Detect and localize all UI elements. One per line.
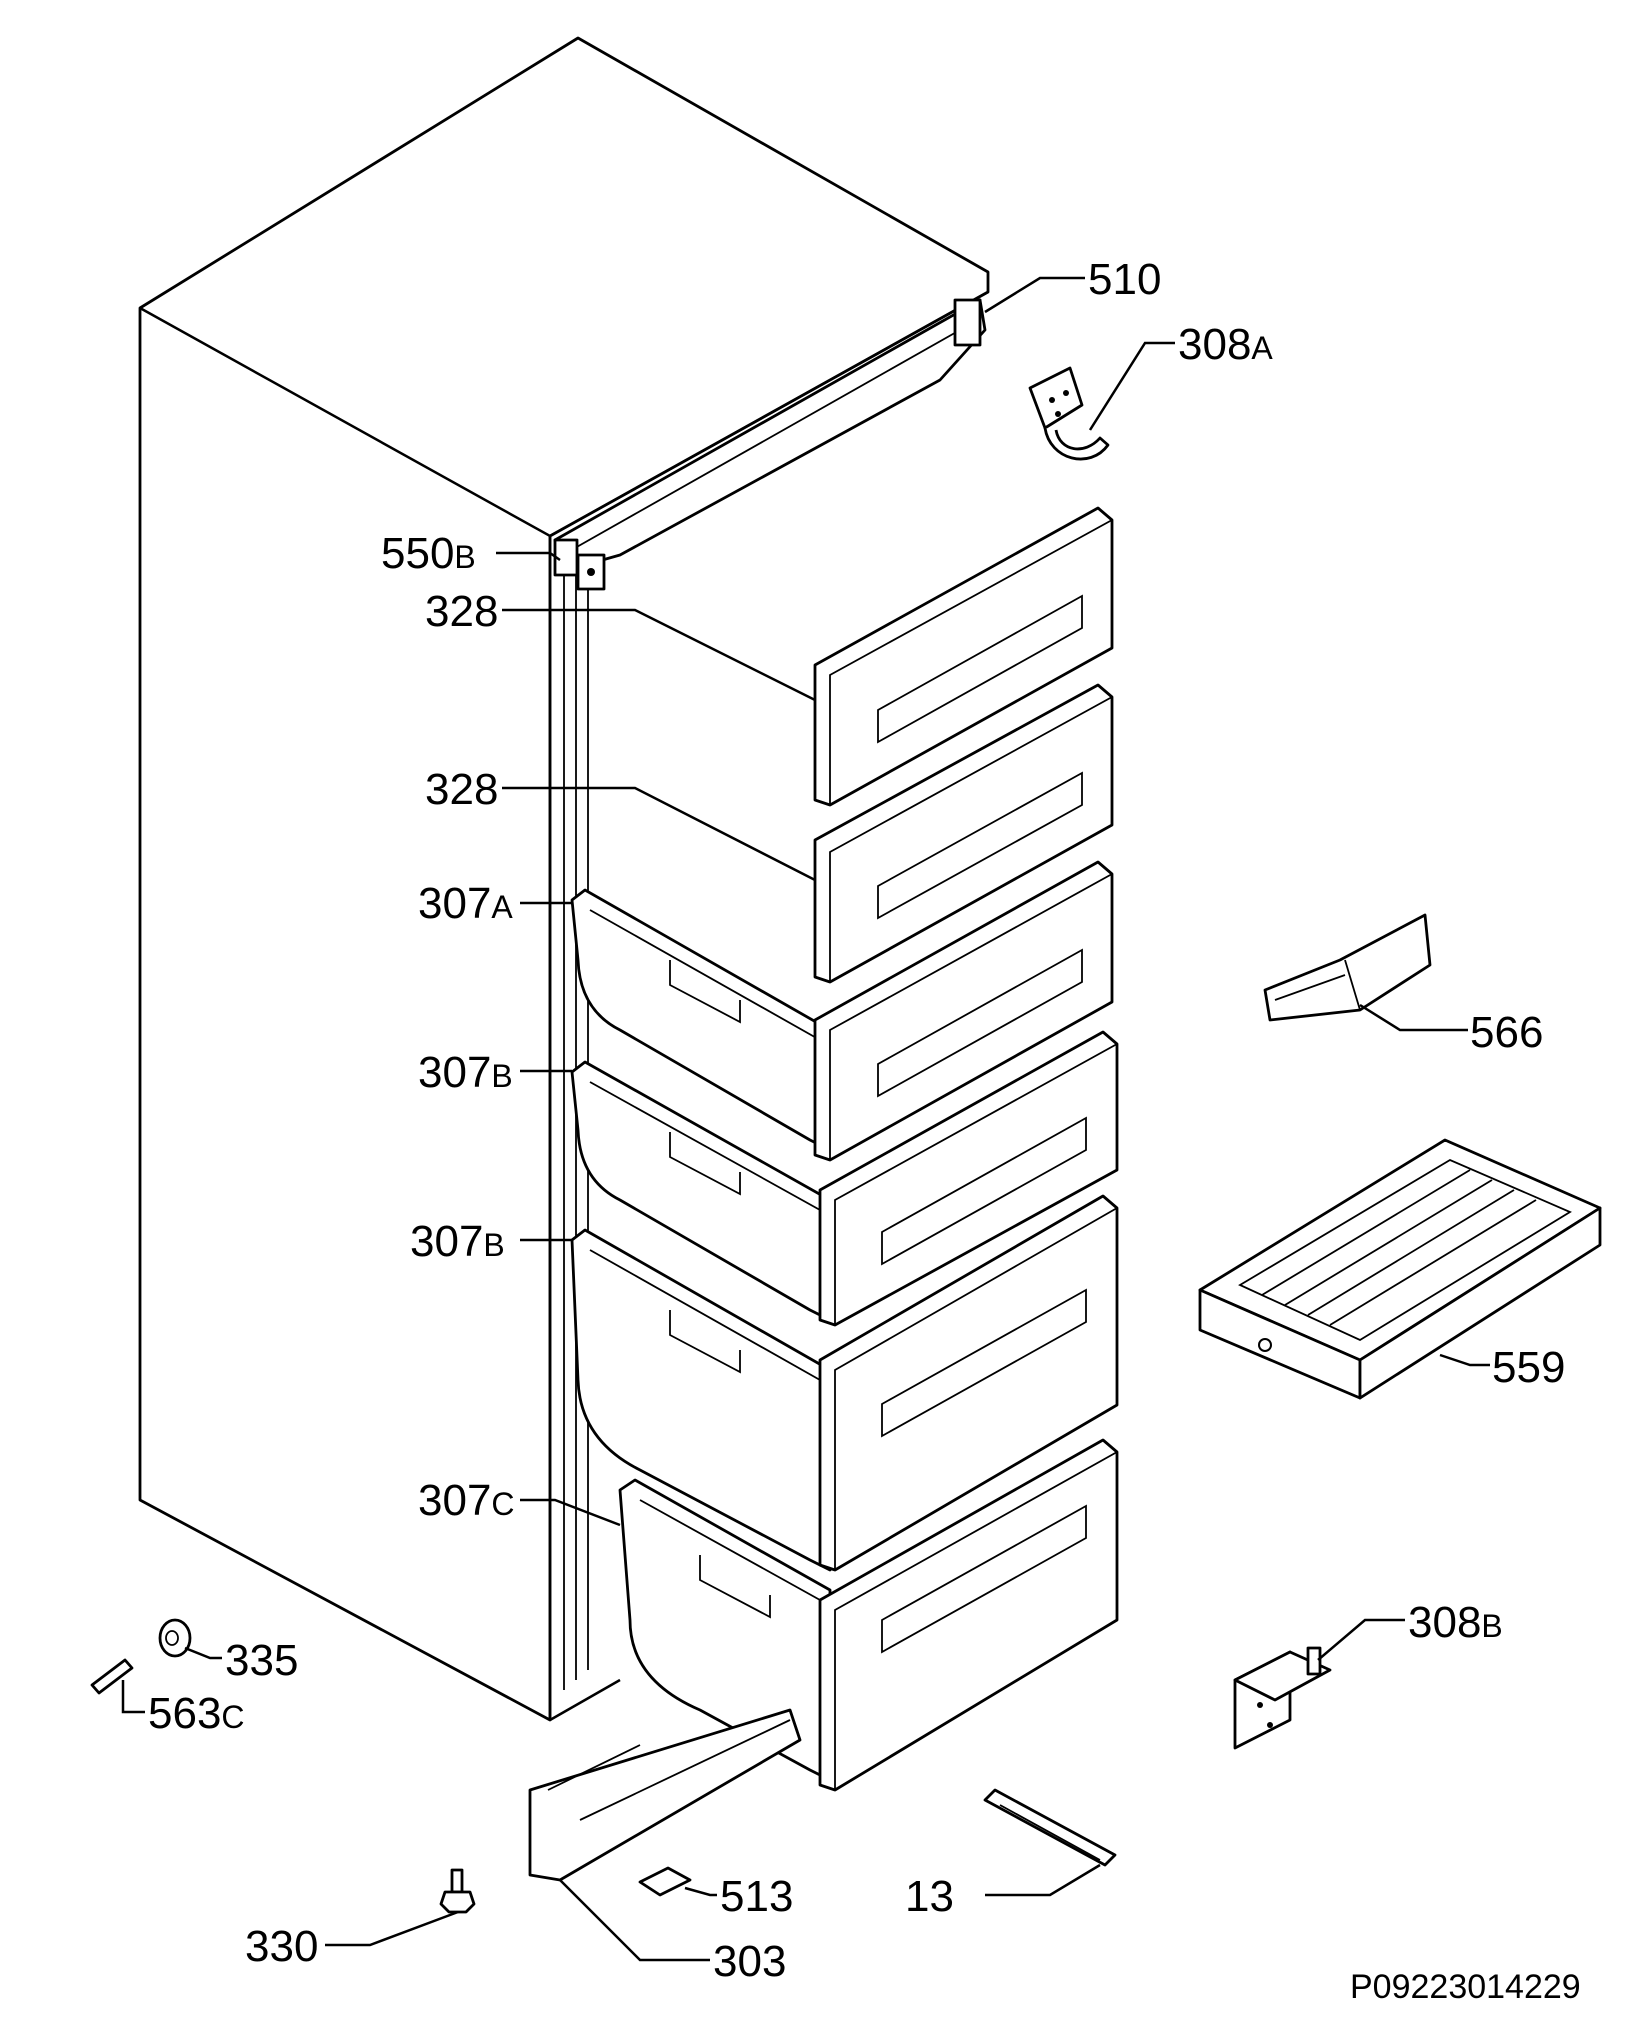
spacer-335: [158, 1618, 192, 1658]
lower-hinge-308b: [1233, 1646, 1332, 1750]
handle-13: [983, 1788, 1117, 1867]
label-307c: 307C: [418, 1476, 515, 1525]
flap-panel-328-lower: [813, 683, 1114, 984]
label-328-lower: 328: [425, 765, 498, 814]
label-513: 513: [720, 1872, 793, 1921]
drawer-307c: [618, 1438, 1119, 1792]
label-559: 559: [1492, 1343, 1565, 1392]
label-566: 566: [1470, 1008, 1543, 1057]
pin-563c: [90, 1658, 134, 1695]
drawing-code: P09223014229: [1350, 1968, 1581, 2006]
label-328-upper: 328: [425, 587, 498, 636]
label-335: 335: [225, 1636, 298, 1685]
cover-513: [638, 1866, 692, 1897]
top-hinge-cover-510: [553, 298, 987, 577]
drawer-307b-upper: [570, 1030, 1119, 1327]
adjustable-foot-330: [439, 1868, 476, 1914]
label-510: 510: [1088, 255, 1161, 304]
label-307a: 307A: [418, 879, 513, 928]
hinge-part-308a: [1028, 366, 1110, 461]
label-303: 303: [713, 1937, 786, 1986]
kickplate-303: [528, 1708, 802, 1882]
label-330: 330: [245, 1922, 318, 1971]
label-563c: 563C: [148, 1689, 245, 1738]
flap-panel-328-upper: [813, 506, 1114, 807]
label-13: 13: [905, 1872, 954, 1921]
part-labels: 510 308A 550B 328 328 307A 307B 307B 307…: [148, 255, 1581, 2006]
leader-lines: [121, 276, 1490, 1962]
ice-scraper-566: [1263, 913, 1432, 1022]
ice-tray-559: [1198, 1138, 1602, 1400]
label-308b: 308B: [1408, 1598, 1503, 1647]
label-308a: 308A: [1178, 320, 1273, 369]
label-307b-lower: 307B: [410, 1217, 505, 1266]
drawer-307b-lower: [570, 1194, 1119, 1572]
label-307b-upper: 307B: [418, 1048, 513, 1097]
drawer-307a: [570, 860, 1114, 1162]
label-550b: 550B: [381, 529, 476, 578]
upper-hinge-550b: [576, 553, 606, 591]
